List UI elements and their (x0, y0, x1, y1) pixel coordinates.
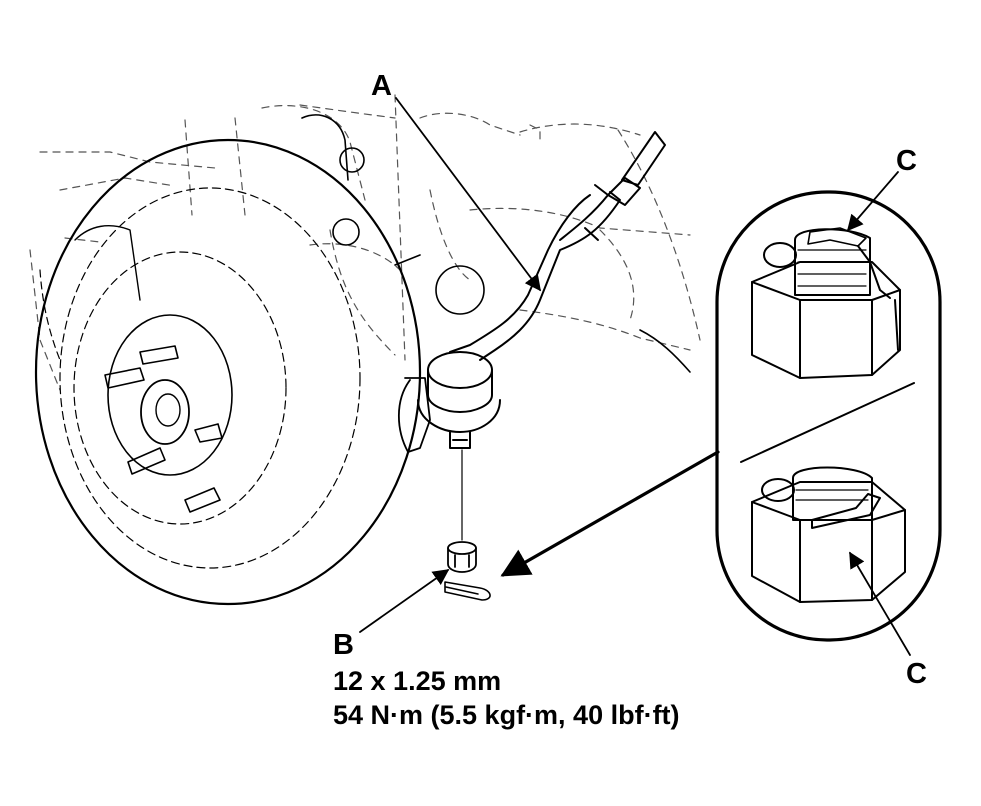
inset-nut-bottom (751, 466, 906, 603)
callout-c-top: C (896, 145, 917, 177)
castle-nut-b (447, 541, 477, 573)
leader-lines (359, 97, 911, 656)
body-outline (301, 114, 691, 373)
leader-detail (500, 450, 720, 577)
callout-c-bottom: C (906, 658, 927, 690)
cotter-pin (444, 581, 491, 601)
inset-oval (715, 190, 942, 642)
callout-b: B (333, 629, 354, 661)
leader-c-top (846, 171, 899, 232)
ball-joint (417, 351, 501, 449)
wheel-studs (104, 345, 223, 513)
leader-b (359, 569, 450, 633)
leader-c-bottom (849, 551, 911, 656)
inset-nut-top (751, 227, 901, 379)
background-suspension-dashed (29, 94, 701, 391)
tie-rod (449, 131, 666, 361)
leader-a (395, 97, 541, 292)
steering-knuckle (398, 377, 431, 453)
thread-size-spec: 12 x 1.25 mm (333, 666, 502, 696)
torque-spec: 54 N·m (5.5 kgf·m, 40 lbf·ft) (333, 700, 680, 730)
brake-disc (34, 138, 422, 606)
callout-a: A (371, 70, 392, 102)
